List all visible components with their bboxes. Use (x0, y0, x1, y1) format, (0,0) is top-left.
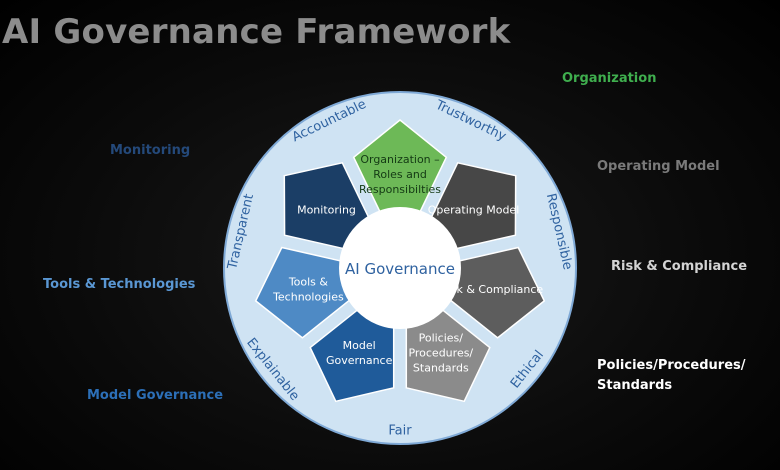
segment-label-line: Procedures/ (408, 347, 473, 360)
segment-label-line: Governance (326, 354, 393, 367)
center-circle (339, 207, 461, 329)
segment-label-risk-compliance: Risk & Compliance (440, 283, 543, 296)
center-label: AI Governance (345, 260, 455, 278)
segment-label-line: Responsibilties (359, 183, 441, 196)
segment-label-line: Organization – (360, 153, 439, 166)
side-label-risk-compliance: Risk & Compliance (611, 259, 748, 274)
side-label-organization: Organization (562, 71, 657, 86)
segment-label-line: Policies/ (419, 332, 464, 345)
segment-label-line: Model (343, 339, 376, 352)
segment-label-line: Monitoring (297, 203, 356, 216)
segment-label-line: Standards (413, 362, 469, 375)
side-label-tools: Tools & Technologies (43, 277, 196, 292)
segment-label-line: Technologies (272, 290, 344, 303)
segment-label-policies: Policies/Procedures/Standards (408, 332, 473, 375)
side-label-monitoring: Monitoring (110, 143, 191, 158)
segment-label-tools-technologies: Tools & Technologies (272, 275, 344, 303)
side-label-policies: Policies/Procedures/ Standards (597, 358, 746, 393)
segment-label-line: Roles and (373, 168, 427, 181)
segment-label-monitoring: Monitoring (297, 203, 356, 216)
ring-word-fair: Fair (388, 424, 412, 439)
segment-label-line: Operating Model (428, 203, 520, 216)
segment-label-line: Risk & Compliance (440, 283, 543, 296)
side-label-model-governance: Model Governance (87, 388, 224, 403)
page-title: AI Governance Framework (2, 12, 511, 52)
segment-label-line: Tools & (288, 275, 329, 288)
segment-label-operating-model: Operating Model (428, 203, 520, 216)
side-label-operating-model: Operating Model (597, 159, 720, 174)
